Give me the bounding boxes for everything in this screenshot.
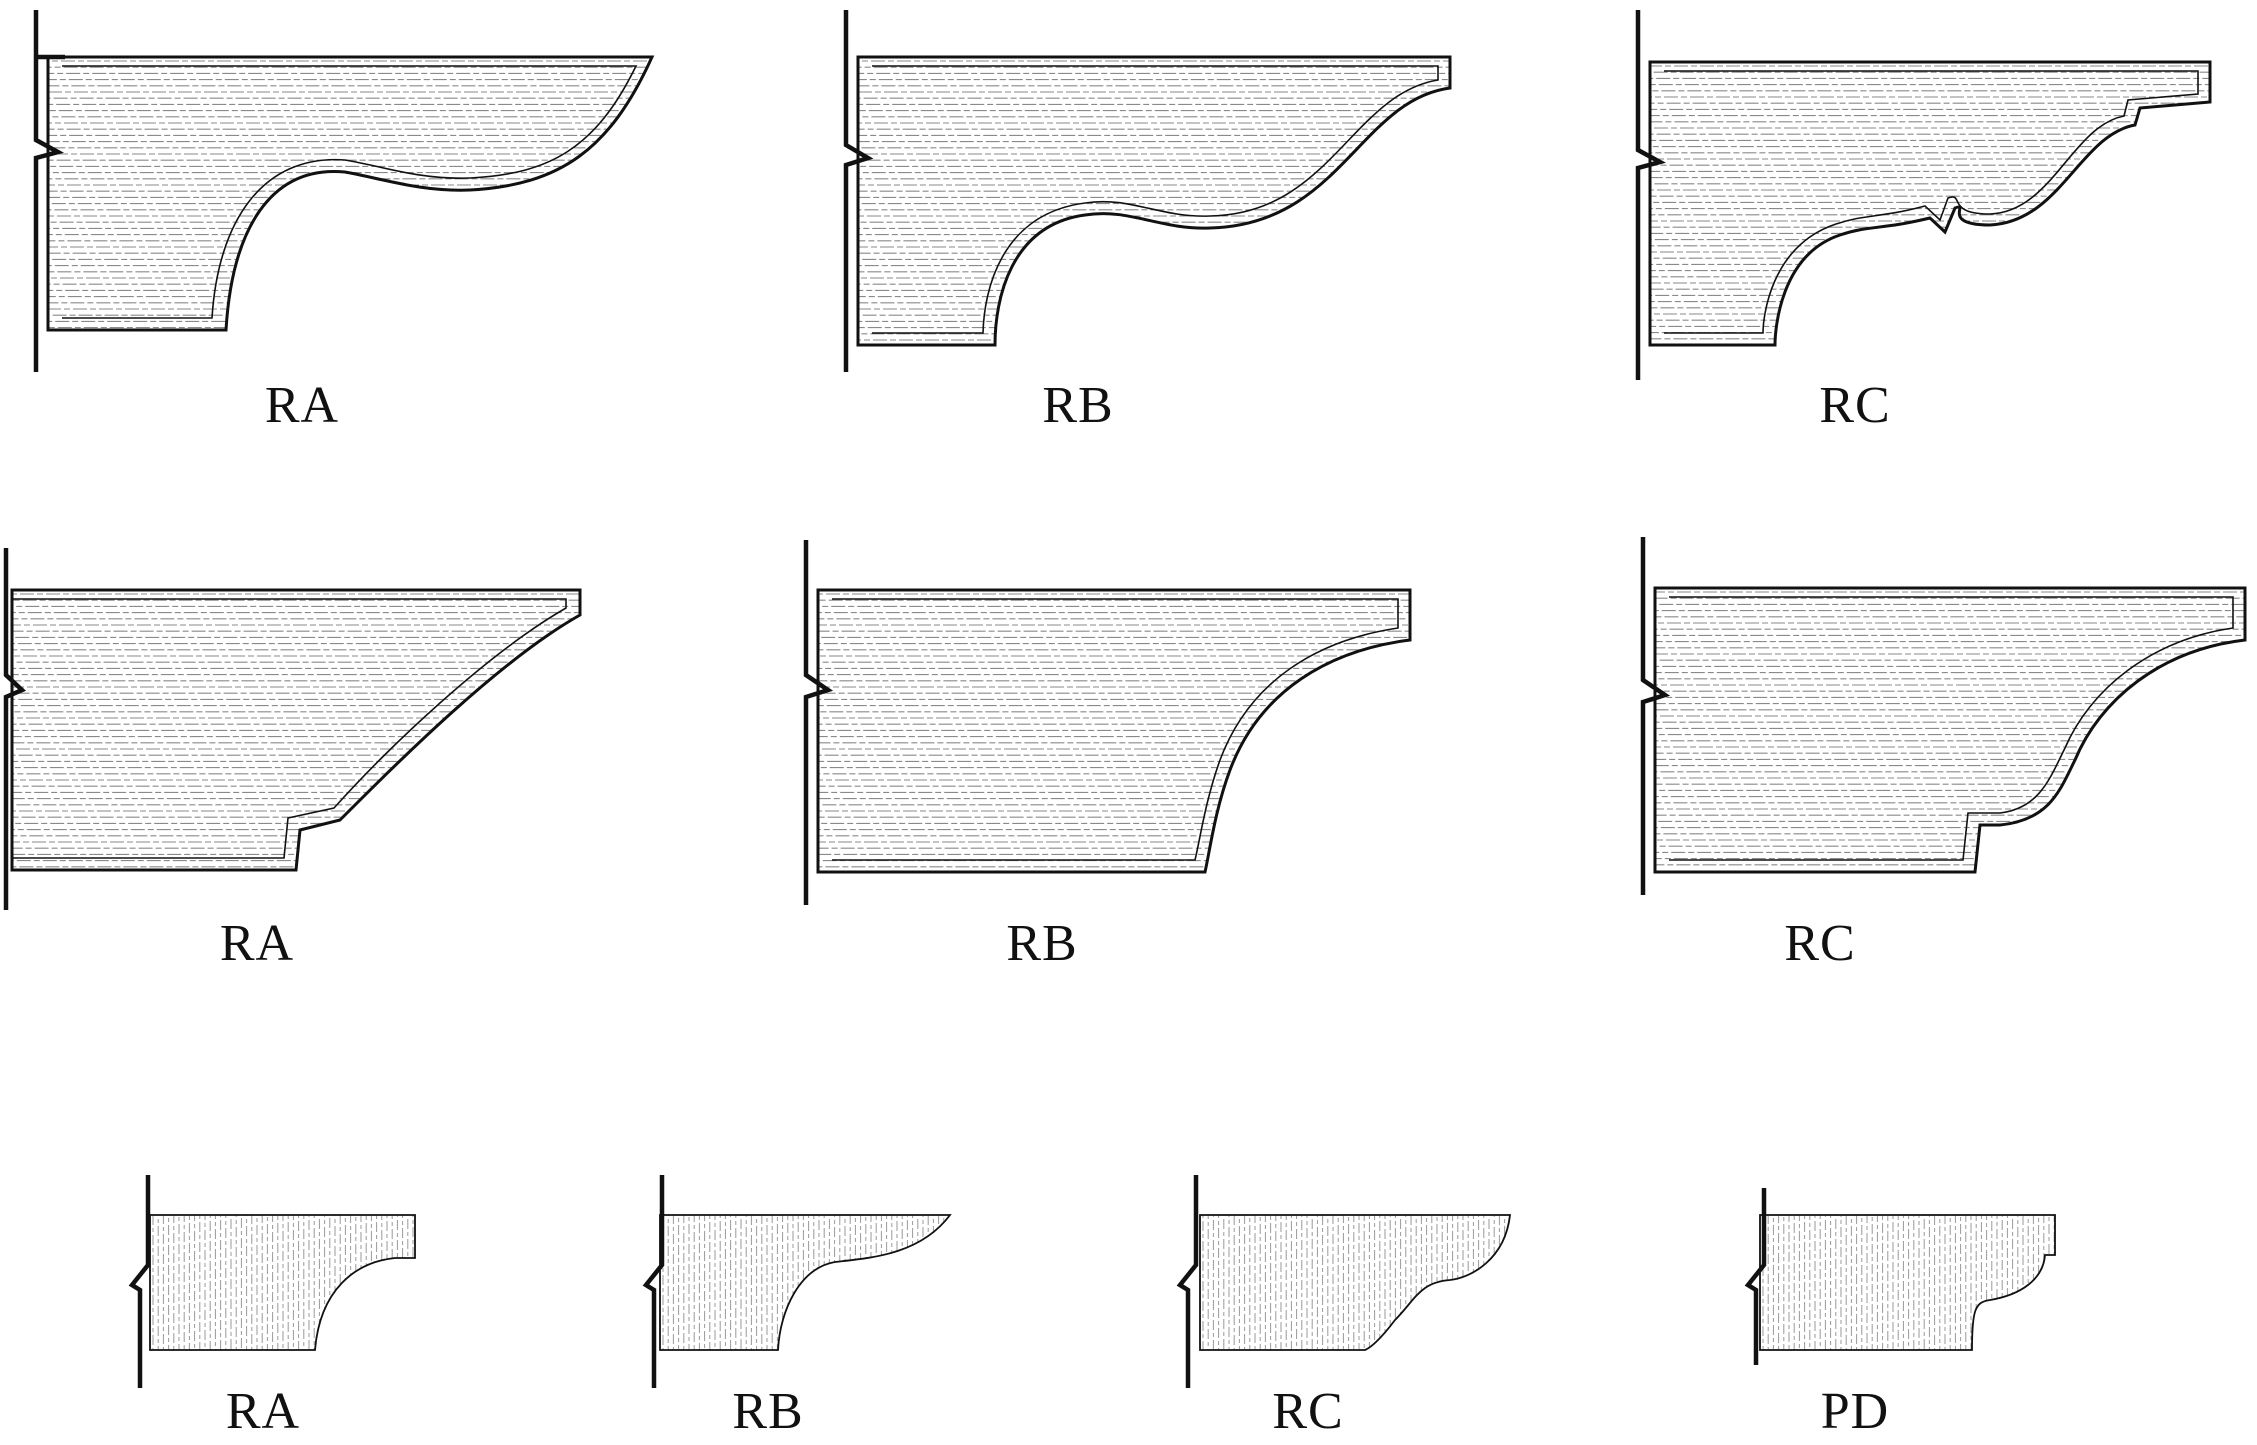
profile-body [660, 1215, 950, 1350]
wall-break-line [1176, 1175, 1199, 1388]
moulding-profile-5 [803, 540, 1412, 905]
wall-break-line [128, 1175, 151, 1388]
profile-outline [856, 55, 1452, 347]
profile-label-row3-rb: RB [732, 1383, 804, 1440]
profile-label-row3-ra: RA [225, 1383, 301, 1440]
moulding-profile-8 [642, 1175, 952, 1388]
profile-inner-outline [62, 65, 638, 319]
profile-outline [659, 1214, 952, 1351]
wall-break-line [1635, 10, 1666, 380]
wall-break-line [33, 10, 65, 372]
profile-label-row3-rc: RC [1272, 1383, 1344, 1440]
profile-inner-outline [1664, 70, 2199, 334]
profile-body [1200, 1215, 1510, 1350]
profile-inner-outline [832, 598, 1399, 861]
moulding-profile-1 [33, 10, 655, 372]
moulding-profile-6 [1640, 537, 2247, 895]
moulding-profile-3 [1635, 10, 2212, 380]
profile-label-row3-pd: PD [1820, 1383, 1890, 1440]
wall-break-line [803, 540, 834, 905]
profile-inner-outline [1669, 596, 2234, 861]
profile-inner-outline [872, 65, 1439, 334]
profile-outline [149, 1214, 416, 1351]
profile-outline [1199, 1214, 1512, 1351]
wall-break-line [3, 548, 27, 910]
profile-body [1650, 62, 2210, 345]
profile-label-row1-ra: RA [264, 377, 340, 434]
profile-body [150, 1215, 415, 1350]
moulding-profile-4 [3, 548, 582, 910]
profile-outline [1653, 586, 2247, 874]
profile-inner-outline [12, 598, 567, 859]
profile-body [858, 57, 1450, 345]
profile-outline [816, 588, 1412, 874]
moulding-profile-10 [1744, 1188, 2056, 1365]
moulding-profile-7 [128, 1175, 416, 1388]
profile-outline [1759, 1214, 2056, 1351]
profile-label-row2-rb: RB [1006, 915, 1078, 972]
wall-break-line [1640, 537, 1671, 895]
profile-body [1655, 588, 2245, 872]
moulding-profile-9 [1176, 1175, 1512, 1388]
profile-outline [1648, 60, 2212, 347]
profile-outline [46, 55, 655, 332]
profile-label-row2-rc: RC [1784, 915, 1856, 972]
profile-body [48, 57, 652, 330]
profile-label-row2-ra: RA [219, 915, 295, 972]
profile-label-row1-rb: RB [1042, 377, 1114, 434]
profile-body [818, 590, 1410, 872]
wall-break-line [843, 10, 874, 372]
moulding-profile-2 [843, 10, 1452, 372]
wall-break-line [642, 1175, 665, 1388]
profile-outline [10, 588, 582, 872]
wall-break-line [1744, 1188, 1767, 1365]
profile-label-row1-rc: RC [1819, 377, 1891, 434]
